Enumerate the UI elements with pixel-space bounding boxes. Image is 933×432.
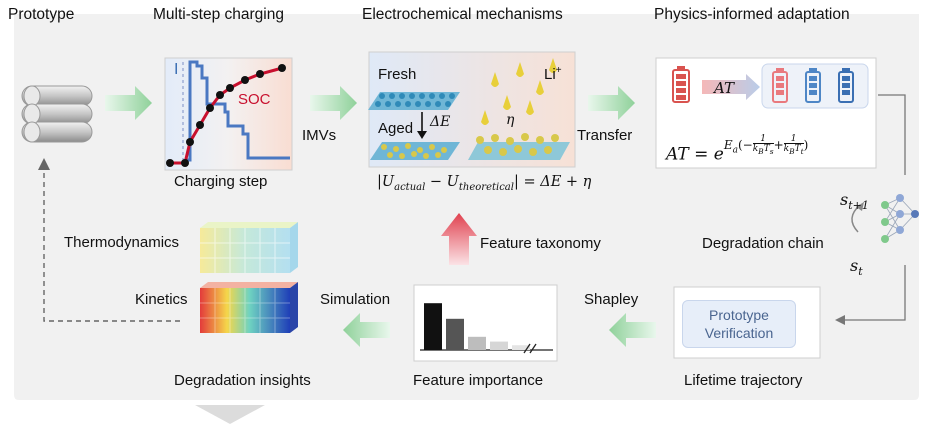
vg-left: |U [377,174,395,190]
state-now-sub: t [858,265,863,279]
soc-label: SOC [238,91,271,108]
shapley-label: Shapley [584,291,639,308]
arrow-shapley [609,313,656,347]
state-now: st [850,256,863,278]
lifetime-trajectory-label: Lifetime trajectory [684,372,803,389]
feature-bar-2 [446,318,464,350]
vg-mid: − U [425,174,459,190]
state-next-sub: t+1 [848,199,869,213]
kinetics-label: Kinetics [135,291,188,308]
degradation-insights-label: Degradation insights [174,372,311,389]
battery-cells-icon [21,85,93,143]
at-lhs: AT = e [666,144,724,165]
axis-break-mark-1 [523,343,531,354]
red-battery-icon [672,66,690,103]
delta-e-label: ΔE [430,114,451,130]
voltage-gap-equation: |Uactual − Utheoretical| = ΔE + η [377,174,591,193]
prototype-verification-box: Prototype Verification [682,300,796,348]
arrow-to-mechanisms [310,86,357,120]
arrow-to-adaptation [588,86,635,120]
transfer-label: Transfer [577,127,633,144]
lithium-ions [481,58,557,125]
delta-e-arrowhead [417,131,427,139]
feature-bar-1 [424,303,442,350]
at-exp-sub: a [732,145,738,156]
connector-bottom [842,265,906,321]
connector-arrowhead [835,315,845,325]
thermodynamics-label: Thermodynamics [64,234,180,251]
feature-importance-label: Feature importance [413,372,544,389]
verify-line2: Verification [704,325,774,341]
fresh-lattice [368,92,460,110]
degradation-chain-label: Degradation chain [702,235,824,252]
at-close: ) [803,137,809,152]
vg-sub-actual: actual [394,181,426,193]
at-exp-e: E [723,137,733,152]
feedback-dashed-line [43,165,180,322]
down-arrow-icon [195,405,265,424]
at-arrow-label: AT [714,79,735,97]
kinetics-block [200,282,298,333]
feedback-arrowhead [38,158,50,170]
fresh-label: Fresh [378,66,417,83]
at-arrow [702,74,760,100]
li-text: Li [544,66,556,83]
eta-label: η [506,112,515,128]
soc-points [166,64,286,167]
verify-line1: Prototype [709,307,769,323]
neural-network-icon [881,194,919,243]
pink-battery-icon [772,68,788,103]
at-exp-body: (− [737,137,753,152]
feature-taxonomy-label: Feature taxonomy [480,235,601,252]
vg-right: | = ΔE + η [513,174,592,190]
feature-bar-5 [512,345,530,350]
current-label: I [174,61,179,78]
feature-bars [424,303,530,350]
current-step-curve [185,60,290,162]
axis-break-mark-2 [529,343,537,354]
feature-taxonomy-arrow [441,213,477,265]
state-next: st+1 [840,190,869,212]
aged-label: Aged [378,120,414,137]
arrow-to-charging [105,86,152,120]
simulation-label: Simulation [320,291,391,308]
li-sup: + [555,65,562,76]
connector-top [878,94,906,175]
aged-electrode-deposits [468,133,570,160]
vg-sub-theoretical: theoretical [458,181,514,193]
header-prototype: Prototype [8,6,75,23]
navy-battery-icon [838,68,854,103]
charging-step-label: Charging step [174,173,268,190]
imvs-label: IMVs [302,127,337,144]
header-physics: Physics-informed adaptation [654,6,850,23]
state-now-s: s [850,256,859,275]
at-plus: + [773,137,784,152]
state-next-s: s [840,190,849,209]
arrow-simulation [343,313,390,347]
blue-battery-icon [805,68,821,103]
li-ion-label: Li+ [544,62,562,84]
chain-cycle-arrowhead [856,202,864,211]
thermodynamics-block [200,222,298,273]
aged-lattice [370,142,460,160]
feature-bar-4 [490,341,508,350]
header-electrochem: Electrochemical mechanisms [362,6,563,23]
feature-bar-3 [468,336,486,350]
header-multistep: Multi-step charging [153,6,284,23]
